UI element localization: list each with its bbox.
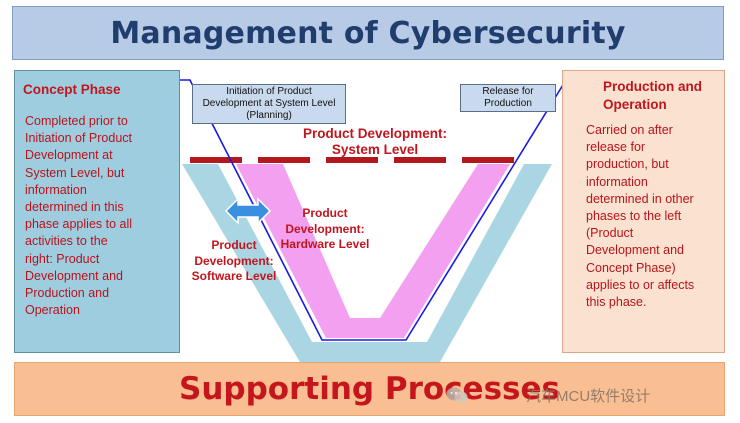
production-line: determined in other bbox=[586, 191, 694, 206]
production-operation-box: Production and Operation Carried on afte… bbox=[562, 70, 725, 353]
production-line: Concept Phase) bbox=[586, 260, 676, 275]
production-line: applies to or affects bbox=[586, 277, 695, 292]
watermark-text: 汽车MCU软件设计 bbox=[526, 387, 651, 405]
production-line: phases to the left bbox=[586, 209, 682, 224]
concept-line: information bbox=[25, 182, 87, 197]
production-operation-description: Carried on after release for production,… bbox=[586, 122, 694, 311]
software-level-line: Product bbox=[211, 238, 257, 252]
hardware-level-line: Hardware Level bbox=[280, 237, 370, 251]
production-line: this phase. bbox=[586, 295, 647, 310]
wechat-logo-icon bbox=[446, 387, 468, 403]
concept-line: activities to the bbox=[25, 234, 108, 249]
production-line: Development and bbox=[586, 243, 684, 258]
initiation-note-line: Development at System Level bbox=[202, 98, 336, 109]
production-line: Carried on after bbox=[586, 123, 673, 137]
initiation-note-line: Initiation of Product bbox=[226, 86, 312, 97]
production-line: production, but bbox=[586, 157, 669, 172]
hardware-level-line: Development: bbox=[285, 221, 365, 236]
concept-line: System Level, but bbox=[25, 165, 125, 180]
concept-line: phase applies to all bbox=[25, 217, 133, 232]
concept-line: Initiation of Product bbox=[25, 131, 133, 146]
software-level-line: Software Level bbox=[191, 269, 277, 283]
left-right-arrow-icon bbox=[224, 197, 272, 225]
concept-line: Development and bbox=[25, 268, 123, 283]
concept-phase-title: Concept Phase bbox=[23, 82, 121, 97]
concept-line: determined in this bbox=[25, 200, 124, 215]
title-bar: Management of Cybersecurity bbox=[12, 6, 724, 60]
watermark: 汽车MCU软件设计 bbox=[446, 383, 718, 407]
production-line: release for bbox=[586, 140, 646, 155]
concept-line: Development at bbox=[25, 148, 113, 163]
concept-line: right: Product bbox=[25, 251, 100, 266]
release-note-line: Production bbox=[484, 98, 532, 109]
system-level-label: Product Development: System Level bbox=[290, 126, 460, 158]
initiation-note-line: (Planning) bbox=[246, 110, 292, 121]
hardware-level-line: Product bbox=[302, 206, 348, 220]
hardware-level-label: Product Development: Hardware Level bbox=[268, 206, 382, 253]
concept-line: Operation bbox=[25, 303, 80, 318]
initiation-note: Initiation of Product Development at Sys… bbox=[192, 84, 346, 124]
supporting-processes-bar: Supporting Processes bbox=[14, 362, 725, 416]
v-core-white bbox=[283, 164, 478, 318]
concept-phase-description: Completed prior to Initiation of Product… bbox=[25, 113, 132, 319]
production-operation-title: Production and Operation bbox=[603, 78, 702, 114]
production-title-line: Production and bbox=[603, 79, 702, 94]
supporting-processes-label: Supporting Processes bbox=[179, 371, 560, 407]
production-line: information bbox=[586, 174, 648, 189]
concept-phase-box: Concept Phase Completed prior to Initiat… bbox=[14, 70, 180, 353]
concept-line: Completed prior to bbox=[25, 114, 128, 128]
software-level-label: Product Development: Software Level bbox=[182, 238, 286, 285]
release-note: Release for Production bbox=[460, 84, 556, 112]
system-level-line: System Level bbox=[331, 142, 419, 157]
software-level-line: Development: bbox=[194, 253, 274, 268]
production-line: (Product bbox=[586, 226, 634, 241]
release-note-line: Release for bbox=[482, 86, 534, 97]
page-title: Management of Cybersecurity bbox=[110, 15, 626, 51]
production-title-line: Operation bbox=[603, 97, 667, 112]
system-level-line: Product Development: bbox=[302, 126, 448, 141]
concept-line: Production and bbox=[25, 286, 110, 301]
